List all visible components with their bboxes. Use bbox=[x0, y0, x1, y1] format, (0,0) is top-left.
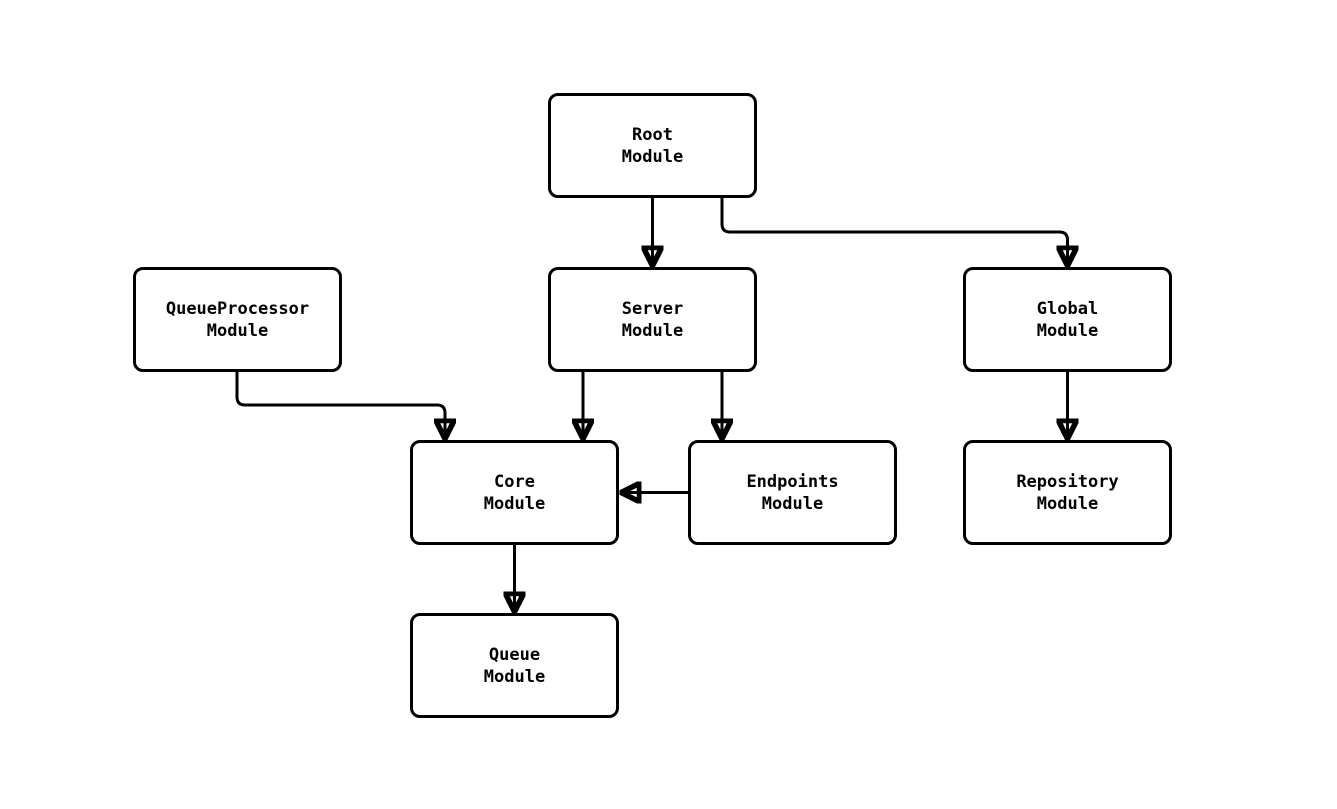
node-label: Server Module bbox=[621, 298, 684, 341]
node-label: QueueProcessor Module bbox=[165, 298, 310, 341]
node-label: Repository Module bbox=[1016, 471, 1119, 514]
node-repository-module: Repository Module bbox=[963, 440, 1172, 545]
node-label: Queue Module bbox=[483, 644, 546, 687]
node-global-module: Global Module bbox=[963, 267, 1172, 372]
edge-root-to-global bbox=[720, 198, 1068, 264]
node-label: Global Module bbox=[1036, 298, 1099, 341]
node-endpoints-module: Endpoints Module bbox=[688, 440, 897, 545]
node-label: Core Module bbox=[483, 471, 546, 514]
node-queue-module: Queue Module bbox=[410, 613, 619, 718]
edge-queueprocessor-to-core bbox=[235, 372, 445, 437]
node-root-module: Root Module bbox=[548, 93, 757, 198]
node-core-module: Core Module bbox=[410, 440, 619, 545]
node-label: Endpoints Module bbox=[746, 471, 839, 514]
node-server-module: Server Module bbox=[548, 267, 757, 372]
node-label: Root Module bbox=[621, 124, 684, 167]
node-queueprocessor-module: QueueProcessor Module bbox=[133, 267, 342, 372]
